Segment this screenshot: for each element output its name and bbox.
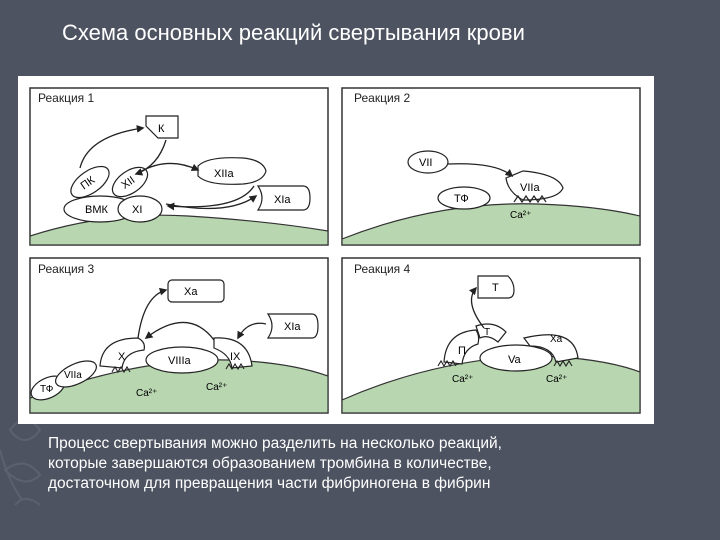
viia-factor-shape-2 bbox=[55, 360, 97, 388]
panel-1-arrows bbox=[79, 125, 258, 211]
viia-factor-shape bbox=[505, 170, 564, 201]
panel-reaction-1: Реакция 1 К ПК XII ВМК XI XIIa XIa bbox=[29, 87, 329, 246]
ca-label: Ca²⁺ bbox=[510, 210, 531, 221]
viiia-factor-shape bbox=[145, 346, 219, 374]
viia-label: VIIa bbox=[520, 182, 540, 194]
p-label: П bbox=[458, 345, 466, 357]
xia-label: XIa bbox=[274, 194, 291, 206]
ca-label-4: Ca²⁺ bbox=[546, 374, 567, 385]
panel-2-arrows bbox=[447, 163, 514, 178]
vii-label: VII bbox=[419, 157, 432, 169]
panel-reaction-4: Реакция 4 Т П Т Va Xa Ca²⁺ Ca²⁺ bbox=[341, 257, 641, 414]
caption-line: Процесс свертывания можно разделить на н… bbox=[48, 435, 502, 452]
k-label: К bbox=[158, 123, 165, 135]
ca-label-2: Ca²⁺ bbox=[206, 382, 227, 393]
xia-factor-shape bbox=[256, 185, 311, 211]
k-factor-shape bbox=[145, 115, 179, 139]
xia-label-2: XIa bbox=[284, 321, 301, 333]
slide-caption: Процесс свертывания можно разделить на н… bbox=[48, 434, 668, 494]
xa-label: Xa bbox=[184, 286, 198, 298]
x-factor-shape bbox=[99, 337, 145, 369]
reactions-diagram: Реакция 1 К ПК XII ВМК XI XIIa XIa bbox=[29, 87, 641, 414]
vii-factor-shape bbox=[407, 150, 449, 174]
tf-label: ТФ bbox=[454, 193, 469, 205]
xiia-factor-shape bbox=[197, 157, 267, 185]
xi-factor-shape bbox=[117, 195, 163, 223]
panel-3-title: Реакция 3 bbox=[38, 262, 94, 276]
xiia-label: XIIa bbox=[214, 168, 234, 180]
slide-title: Схема основных реакций свертывания крови bbox=[62, 20, 525, 45]
viiia-label: VIIIa bbox=[168, 355, 192, 367]
va-label: Va bbox=[508, 354, 522, 366]
panel-4-title: Реакция 4 bbox=[354, 262, 410, 276]
panel-reaction-2: Реакция 2 VII ТФ VIIa Ca²⁺ bbox=[341, 87, 641, 246]
panel-3-arrows bbox=[137, 287, 267, 341]
xia-factor-shape-2 bbox=[266, 313, 319, 339]
xi-label: XI bbox=[132, 204, 142, 216]
caption-line: достаточном для превращения части фибрин… bbox=[48, 475, 491, 492]
panel-2-title: Реакция 2 bbox=[354, 91, 410, 105]
thrombin-part-shape bbox=[475, 323, 507, 343]
panel-1-title: Реакция 1 bbox=[38, 91, 94, 105]
bmk-label: ВМК bbox=[85, 204, 109, 216]
panel-reaction-3: Реакция 3 Xa XIa X VIIIa IX ТФ VIIa Ca²⁺… bbox=[29, 257, 329, 414]
viia-label-2: VIIa bbox=[64, 370, 82, 381]
caption-line: которые завершаются образованием тромбин… bbox=[48, 455, 492, 472]
xa-factor-shape bbox=[167, 279, 225, 303]
x-label: X bbox=[118, 351, 126, 363]
prothrombin-factor-shape bbox=[443, 329, 480, 365]
ca-label-1: Ca²⁺ bbox=[136, 388, 157, 399]
ca-label-3: Ca²⁺ bbox=[452, 374, 473, 385]
xa-factor-shape-2 bbox=[522, 334, 579, 363]
panel-4-arrows bbox=[468, 286, 485, 329]
ix-label: IX bbox=[230, 351, 241, 363]
xa-label-2: Xa bbox=[550, 334, 563, 345]
tf-factor-shape bbox=[437, 186, 491, 210]
pk-factor-shape bbox=[70, 165, 110, 199]
va-factor-shape bbox=[479, 344, 553, 372]
reactions-figure: Реакция 1 К ПК XII ВМК XI XIIa XIa bbox=[18, 76, 654, 424]
t-label: Т bbox=[492, 282, 499, 294]
background-ornament bbox=[0, 419, 42, 506]
tf-label-2: ТФ bbox=[40, 384, 54, 395]
thrombin-factor-shape bbox=[477, 275, 515, 299]
t2-label: Т bbox=[484, 327, 490, 338]
